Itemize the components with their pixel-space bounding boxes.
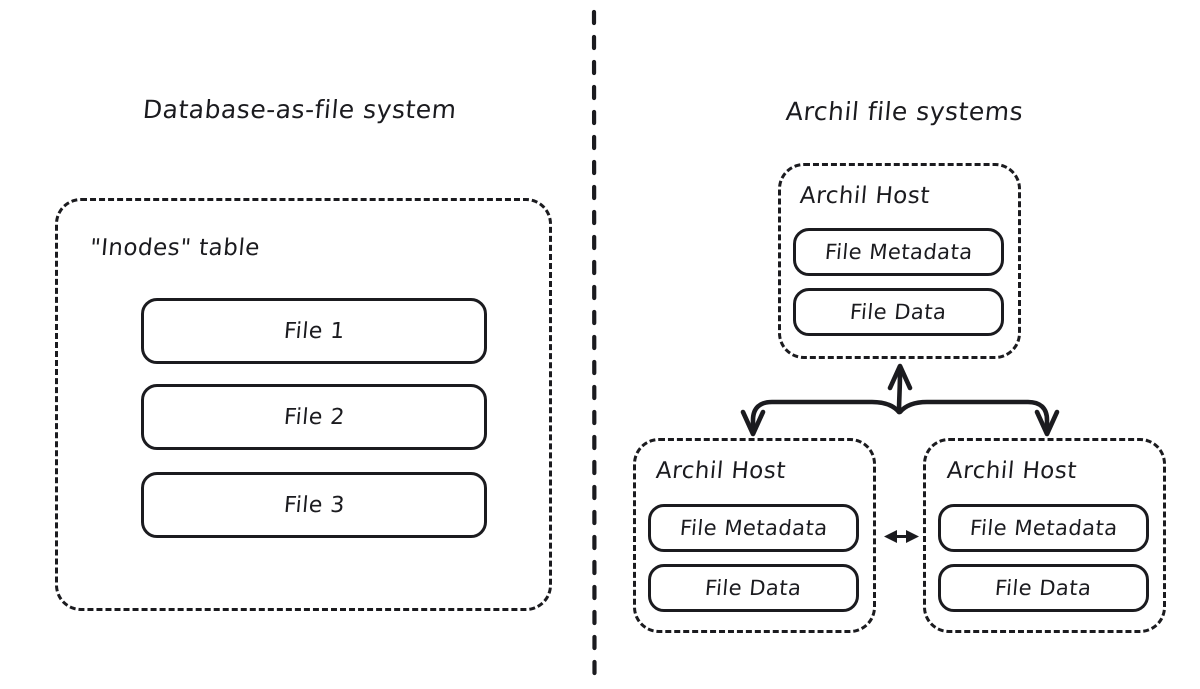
file-data-label: File Data: [994, 576, 1093, 600]
archil-host-bottom-right-label: Archil Host: [945, 458, 1079, 484]
file-metadata-box[interactable]: File Metadata: [938, 504, 1149, 552]
archil-host-top-container: [778, 163, 1021, 359]
list-item[interactable]: File 1: [141, 298, 487, 364]
file-data-label: File Data: [849, 300, 948, 324]
file-metadata-box[interactable]: File Metadata: [648, 504, 859, 552]
file-label: File 3: [282, 492, 346, 518]
file-label: File 1: [282, 318, 346, 344]
panel-title-left: Database-as-file system: [141, 95, 458, 124]
panel-title-right: Archil file systems: [784, 97, 1025, 126]
file-label: File 2: [282, 404, 346, 430]
archil-host-bottom-left-container: [633, 438, 876, 633]
file-data-box[interactable]: File Data: [938, 564, 1149, 612]
archil-host-bottom-right-container: [923, 438, 1166, 633]
inodes-table-label: "Inodes" table: [88, 235, 262, 261]
file-data-box[interactable]: File Data: [648, 564, 859, 612]
fan-out-arrow-stroke: [740, 363, 1060, 437]
file-metadata-label: File Metadata: [823, 240, 974, 264]
list-item[interactable]: File 3: [141, 472, 487, 538]
file-metadata-box[interactable]: File Metadata: [793, 228, 1004, 276]
inodes-table-container: [55, 198, 552, 611]
archil-host-bottom-left-label: Archil Host: [654, 458, 788, 484]
list-item[interactable]: File 2: [141, 384, 487, 450]
peer-sync-arrow-stroke: [884, 530, 919, 543]
vertical-dashed-divider-stroke: [591, 9, 597, 679]
file-data-label: File Data: [704, 576, 803, 600]
archil-host-top-label: Archil Host: [798, 183, 932, 209]
file-data-box[interactable]: File Data: [793, 288, 1004, 336]
file-metadata-label: File Metadata: [968, 516, 1119, 540]
file-metadata-label: File Metadata: [678, 516, 829, 540]
